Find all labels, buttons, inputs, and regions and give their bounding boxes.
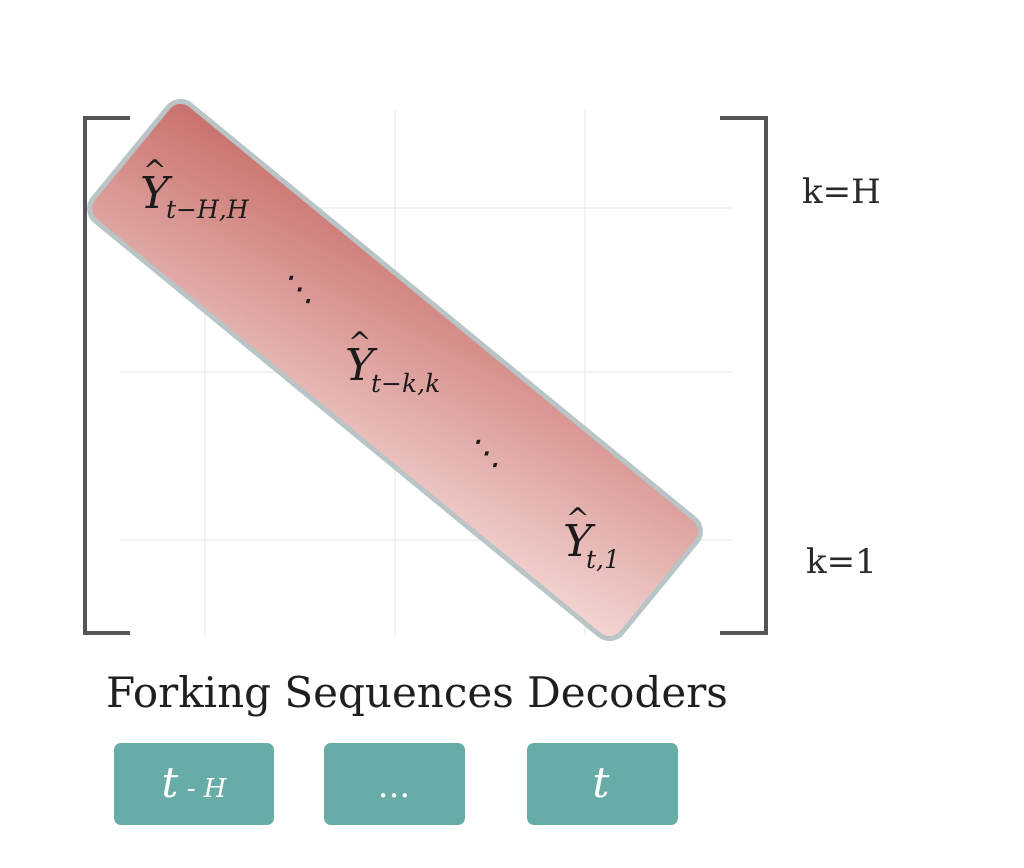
decoder-box-last: t <box>527 743 678 825</box>
hat-accent: ^ <box>348 326 371 359</box>
entry-bottom-base: Y <box>563 516 596 567</box>
ellipsis-upper: ⋱ <box>280 269 314 309</box>
left-bracket <box>83 116 130 635</box>
decoder-box-first: t - H <box>114 743 274 825</box>
entry-middle-subscript: t−k,k <box>371 369 440 398</box>
diagram-title: Forking Sequences Decoders <box>106 668 728 717</box>
entry-bottom-subscript: t,1 <box>586 545 620 574</box>
hat-accent: ^ <box>143 154 166 187</box>
decoder-box-middle-rect <box>324 743 465 825</box>
decoder-box-first-label: t - H <box>162 758 228 807</box>
decoder-box-middle-label: ... <box>378 766 410 806</box>
right-bracket <box>720 116 768 635</box>
decoder-box-middle: ... <box>324 743 465 825</box>
entry-middle-base: Y <box>345 340 378 391</box>
decoder-box-last-label: t <box>593 758 610 807</box>
row-label-bottom: k=1 <box>806 542 877 582</box>
row-label-top: k=H <box>802 172 881 212</box>
ellipsis-lower: ⋱ <box>467 433 501 473</box>
diagonal-band-rect <box>87 98 703 642</box>
entry-top: Y ^ t−H,H <box>140 154 250 224</box>
decoder-box-first-suffix: - H <box>178 774 227 804</box>
entry-bottom: Y ^ t,1 <box>563 502 620 574</box>
entry-middle: Y ^ t−k,k <box>345 326 440 398</box>
entry-top-subscript: t−H,H <box>166 195 250 224</box>
hat-accent: ^ <box>566 502 589 535</box>
diagonal-band <box>87 98 703 642</box>
decoder-box-first-main: t <box>162 758 179 807</box>
decoder-box-first-rect <box>114 743 274 825</box>
entry-top-base: Y <box>140 168 173 219</box>
decoder-box-last-rect <box>527 743 678 825</box>
